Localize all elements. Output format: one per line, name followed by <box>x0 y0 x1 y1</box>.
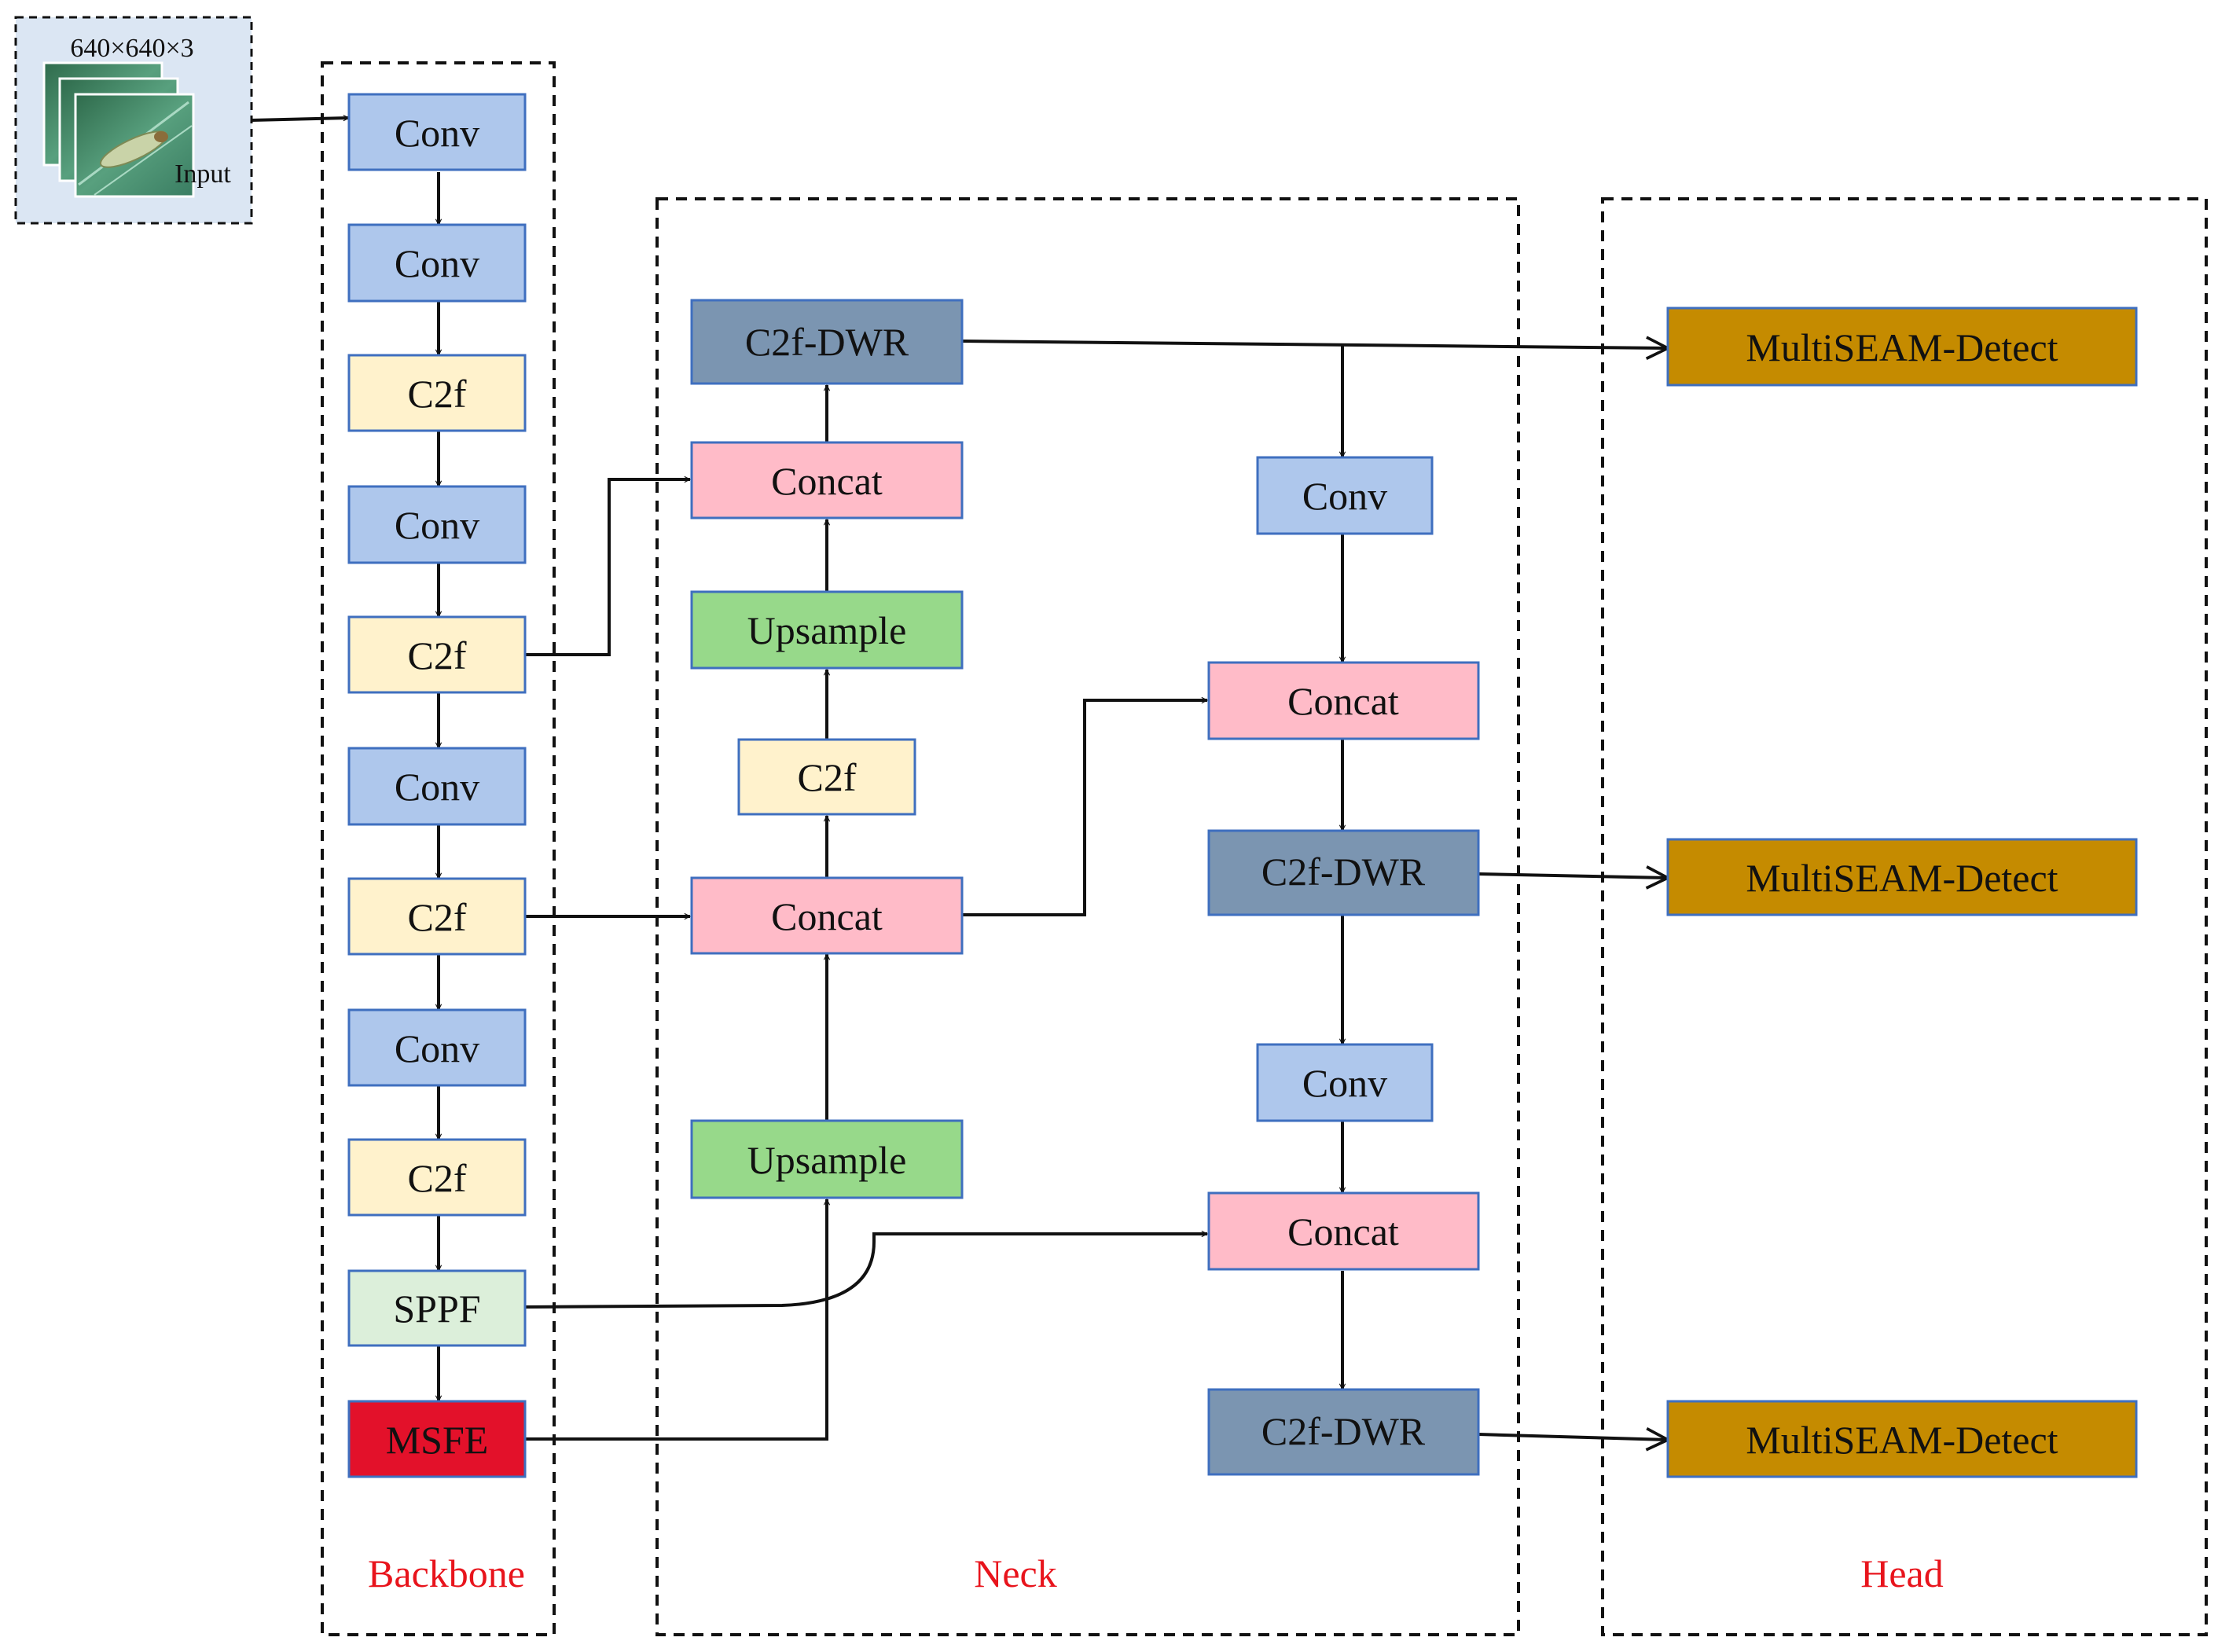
backbone-conv-3: Conv <box>347 485 527 564</box>
backbone-sppf: SPPF <box>347 1269 527 1347</box>
backbone-conv-1: Conv <box>347 93 527 171</box>
edge-c2f2-to-concat-top <box>525 479 690 656</box>
backbone-column: Conv Conv C2f Conv C2f Conv C2f Conv <box>347 93 527 1478</box>
head-detect-top: MultiSEAM-Detect <box>1666 307 2138 387</box>
svg-text:C2f: C2f <box>408 895 467 939</box>
svg-text:Concat: Concat <box>1287 679 1399 723</box>
neck-concat-right-bottom: Concat <box>1207 1191 1480 1271</box>
svg-text:C2f: C2f <box>408 633 467 677</box>
edge-c2f-dwr-mid-to-detect-mid <box>1478 874 1668 878</box>
svg-text:MultiSEAM-Detect: MultiSEAM-Detect <box>1746 1418 2058 1462</box>
svg-text:Conv: Conv <box>395 503 479 547</box>
neck-concat-top: Concat <box>690 441 964 519</box>
svg-text:Concat: Concat <box>1287 1210 1399 1254</box>
svg-text:Upsample: Upsample <box>747 1138 907 1182</box>
neck-c2f: C2f <box>737 738 916 816</box>
neck-c2f-dwr-top: C2f-DWR <box>690 299 964 385</box>
svg-text:Concat: Concat <box>771 459 883 503</box>
head-section-frame <box>1601 197 2208 1636</box>
svg-text:C2f-DWR: C2f-DWR <box>1261 850 1426 894</box>
svg-text:C2f: C2f <box>408 1156 467 1200</box>
svg-text:C2f: C2f <box>408 372 467 416</box>
svg-text:Conv: Conv <box>1302 474 1387 518</box>
svg-text:Conv: Conv <box>395 1026 479 1070</box>
backbone-conv-4: Conv <box>347 747 527 826</box>
section-label-neck: Neck <box>974 1551 1057 1595</box>
leaf-image-icon <box>42 61 195 198</box>
section-label-backbone: Backbone <box>368 1551 525 1595</box>
head-detect-mid: MultiSEAM-Detect <box>1666 838 2138 916</box>
neck-concat-mid: Concat <box>690 876 964 955</box>
neck-upsample-bottom: Upsample <box>690 1119 964 1199</box>
edge-c2f-dwr-bottom-to-detect-bottom <box>1478 1434 1668 1440</box>
svg-text:Conv: Conv <box>395 111 479 155</box>
edge-msfe-to-upsample-bottom <box>525 1199 827 1441</box>
edge-sppf-to-concat-right-bottom <box>524 1234 1207 1309</box>
svg-text:MultiSEAM-Detect: MultiSEAM-Detect <box>1746 325 2058 369</box>
edge-input-to-conv1 <box>251 118 349 122</box>
svg-text:Conv: Conv <box>1302 1061 1387 1105</box>
svg-text:MultiSEAM-Detect: MultiSEAM-Detect <box>1746 856 2058 900</box>
edge-concat-mid-to-concat-right-top <box>962 700 1207 916</box>
connections <box>251 118 1668 1441</box>
input-size-label: 640×640×3 <box>70 34 193 63</box>
svg-text:SPPF: SPPF <box>393 1287 480 1331</box>
svg-text:MSFE: MSFE <box>386 1418 489 1462</box>
head-column: MultiSEAM-Detect MultiSEAM-Detect MultiS… <box>1666 307 2138 1478</box>
neck-c2f-dwr-bottom: C2f-DWR <box>1207 1388 1480 1476</box>
edge-c2f-dwr-top-to-detect-top <box>961 341 1668 348</box>
input-label: Input <box>174 160 231 189</box>
backbone-c2f-1: C2f <box>347 354 527 432</box>
svg-text:Conv: Conv <box>395 765 479 809</box>
backbone-c2f-2: C2f <box>347 615 527 694</box>
section-label-head: Head <box>1860 1551 1944 1595</box>
neck-conv-right-bottom: Conv <box>1256 1043 1434 1122</box>
neck-conv-right-top: Conv <box>1256 456 1434 535</box>
backbone-msfe: MSFE <box>347 1400 527 1478</box>
neck-upsample-top: Upsample <box>690 590 964 670</box>
svg-text:C2f: C2f <box>798 755 857 799</box>
backbone-c2f-3: C2f <box>347 877 527 956</box>
svg-text:C2f-DWR: C2f-DWR <box>745 320 909 364</box>
backbone-section-frame <box>321 61 556 1636</box>
svg-text:Upsample: Upsample <box>747 608 907 652</box>
backbone-conv-5: Conv <box>347 1008 527 1087</box>
head-detect-bottom: MultiSEAM-Detect <box>1666 1400 2138 1478</box>
svg-text:C2f-DWR: C2f-DWR <box>1261 1409 1426 1453</box>
svg-text:Conv: Conv <box>395 241 479 285</box>
backbone-conv-2: Conv <box>347 223 527 303</box>
svg-text:Concat: Concat <box>771 894 883 938</box>
input-image-panel: 640×640×3 Input <box>14 16 253 225</box>
neck-c2f-dwr-mid: C2f-DWR <box>1207 829 1480 916</box>
neck-column: C2f-DWR Concat Upsample C2f Concat Upsam… <box>690 299 1480 1476</box>
neck-concat-right-top: Concat <box>1207 661 1480 740</box>
backbone-c2f-4: C2f <box>347 1138 527 1217</box>
